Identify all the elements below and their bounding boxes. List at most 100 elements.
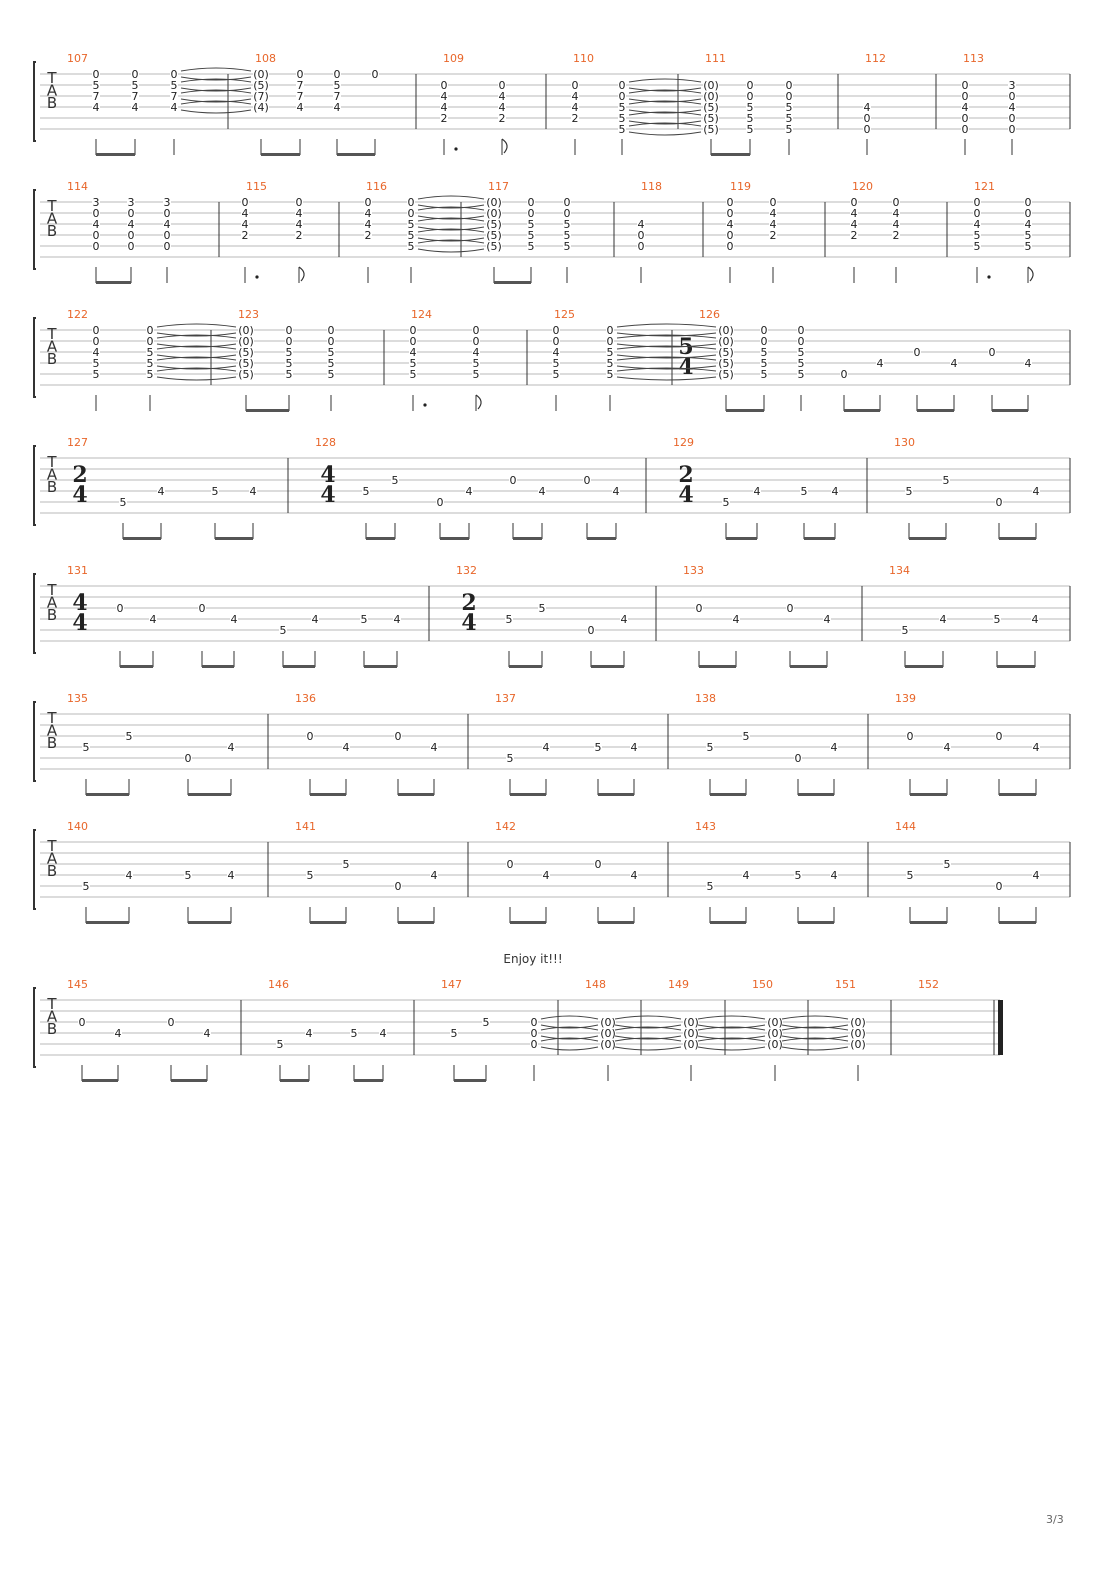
fret-number: 5 (410, 368, 417, 381)
fret-bg (637, 241, 645, 251)
fret-number: (5) (703, 112, 719, 125)
beam (999, 793, 1036, 796)
tie-arc (628, 87, 702, 92)
tie-arc (628, 100, 702, 105)
fret-number: 0 (795, 752, 802, 765)
tie-arc (614, 1024, 682, 1029)
fret-bg (606, 347, 614, 357)
fret-number: (5) (703, 101, 719, 114)
fret-number: 4 (940, 613, 947, 626)
beam (86, 921, 129, 924)
fret-bg (333, 80, 341, 90)
augmentation-dot (423, 403, 427, 407)
fret-number: 4 (343, 741, 350, 754)
tie-arc (180, 76, 252, 81)
fret-bg (184, 870, 192, 880)
fret-number: 0 (619, 90, 626, 103)
fret-bg (295, 208, 303, 218)
fret-bg (542, 742, 550, 752)
tie-arc (614, 1046, 682, 1051)
measure-number: 128 (315, 436, 336, 449)
fret-number: 5 (507, 752, 514, 765)
fret-bg (718, 358, 734, 368)
fret-number: 0 (93, 229, 100, 242)
beam (123, 537, 161, 540)
fret-bg (1024, 219, 1032, 229)
fret-number: 0 (410, 335, 417, 348)
beam (494, 281, 531, 284)
measure-number: 107 (67, 52, 88, 65)
fret-bg (482, 1017, 490, 1027)
beam (917, 409, 954, 412)
fret-bg (961, 80, 969, 90)
fret-number: 7 (297, 90, 304, 103)
fret-number: 5 (351, 1027, 358, 1040)
measure-number: 129 (673, 436, 694, 449)
beam (96, 281, 131, 284)
fret-bg (486, 230, 502, 240)
fret-bg (760, 325, 768, 335)
fret-number: 5 (943, 474, 950, 487)
fret-bg (1008, 80, 1016, 90)
fret-number: 5 (83, 741, 90, 754)
fret-bg (157, 486, 165, 496)
fret-number: 5 (994, 613, 1001, 626)
measure-number: 134 (889, 564, 910, 577)
fret-bg (901, 625, 909, 635)
fret-bg (563, 219, 571, 229)
tie-arc (540, 1035, 599, 1040)
fret-number: 5 (743, 730, 750, 743)
beam (999, 921, 1036, 924)
fret-number: 5 (539, 602, 546, 615)
fret-bg (92, 325, 100, 335)
tie-arc (697, 1035, 766, 1040)
fret-bg (961, 102, 969, 112)
fret-bg (146, 347, 154, 357)
tie-arc (614, 1037, 682, 1042)
fret-bg (311, 614, 319, 624)
beam (310, 793, 346, 796)
fret-bg (249, 486, 257, 496)
fret-number: 0 (307, 730, 314, 743)
tie-arc (417, 237, 485, 242)
fret-bg (498, 113, 506, 123)
fret-number: 0 (164, 240, 171, 253)
fret-bg (409, 336, 417, 346)
end-annotation: Enjoy it!!! (503, 952, 562, 966)
fret-bg (538, 603, 546, 613)
fret-bg (125, 870, 133, 880)
fret-bg (327, 325, 335, 335)
fret-number: 5 (334, 79, 341, 92)
fret-number: 4 (974, 218, 981, 231)
tie-arc (616, 323, 717, 328)
measure-number: 144 (895, 820, 916, 833)
fret-number: 0 (974, 196, 981, 209)
fret-bg (146, 369, 154, 379)
beam (587, 537, 616, 540)
tie-arc (616, 356, 717, 361)
measure-number: 151 (835, 978, 856, 991)
augmentation-dot (255, 275, 259, 279)
fret-number: 0 (164, 229, 171, 242)
fret-number: 4 (204, 1027, 211, 1040)
fret-number: 4 (1033, 485, 1040, 498)
augmentation-dot (454, 147, 458, 151)
fret-bg (127, 241, 135, 251)
beam (82, 1079, 118, 1082)
tab-clef-letter: T (46, 837, 57, 855)
beam (246, 409, 289, 412)
measure-number: 110 (573, 52, 594, 65)
fret-number: 5 (473, 357, 480, 370)
fret-bg (295, 230, 303, 240)
fret-bg (618, 102, 626, 112)
fret-bg (1008, 113, 1016, 123)
fret-bg (973, 197, 981, 207)
fret-number: (5) (718, 357, 734, 370)
fret-bg (279, 625, 287, 635)
fret-bg (92, 230, 100, 240)
beam (283, 665, 315, 668)
tie-arc (781, 1026, 849, 1031)
tab-clef-letter: B (47, 862, 57, 880)
